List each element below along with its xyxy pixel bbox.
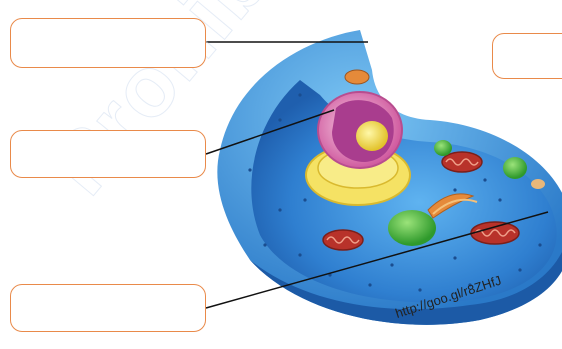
vacuole-3 bbox=[503, 157, 527, 179]
lysosome bbox=[345, 70, 369, 84]
label-box-1[interactable] bbox=[10, 18, 206, 68]
vacuole-2 bbox=[434, 140, 452, 156]
small-organelle bbox=[531, 179, 545, 189]
cytoplasm bbox=[251, 80, 556, 302]
nucleolus bbox=[356, 121, 388, 151]
label-box-4[interactable] bbox=[492, 33, 562, 79]
label-box-2[interactable] bbox=[10, 130, 206, 178]
mitochondrion-3 bbox=[471, 222, 519, 244]
mitochondrion-2 bbox=[323, 230, 363, 250]
vacuole-1 bbox=[388, 210, 436, 246]
mitochondrion-1 bbox=[442, 152, 482, 172]
label-box-3[interactable] bbox=[10, 284, 206, 332]
